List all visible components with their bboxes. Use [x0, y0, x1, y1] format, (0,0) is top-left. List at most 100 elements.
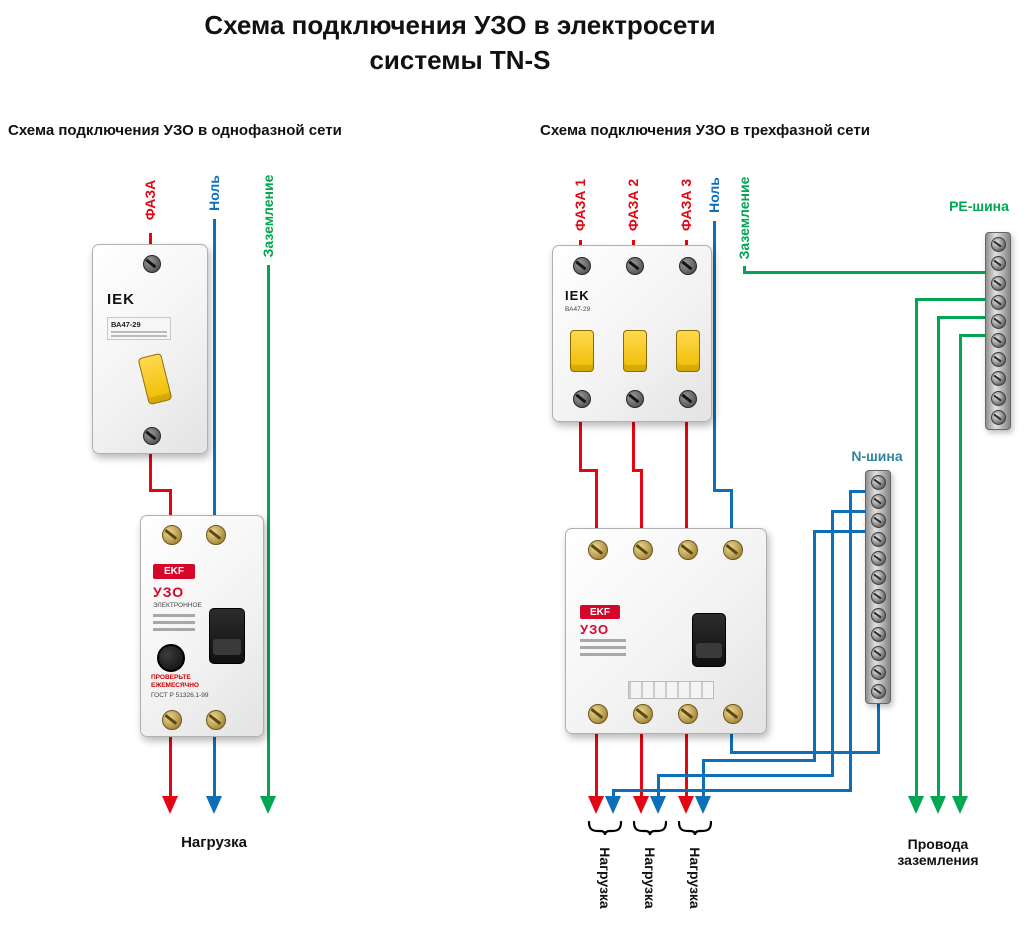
busbar-screw [990, 333, 1006, 349]
label-bar [111, 335, 167, 337]
spec-bar [580, 639, 626, 642]
wire-segment [937, 316, 940, 798]
terminal-screw [723, 540, 743, 560]
load-label: Нагрузка [181, 834, 247, 851]
ground-wires-line1: Провода [907, 836, 969, 852]
busbar-screw [990, 237, 1006, 253]
spec-bar [580, 653, 626, 656]
neutral-label: Ноль [706, 177, 722, 213]
check-note-line1: ПРОВЕРЬТЕ [151, 674, 191, 681]
arrow-down-icon [930, 796, 946, 814]
left-diagram-heading: Схема подключения УЗО в однофазной сети [8, 122, 342, 139]
load-bracket [587, 820, 623, 836]
busbar-screw [990, 409, 1006, 425]
wire-segment [713, 221, 716, 491]
phase2-label: ФАЗА 2 [625, 178, 641, 232]
rcd-switch [209, 608, 245, 664]
wire-segment [612, 789, 852, 792]
earth-label: Заземление [260, 174, 276, 258]
arrow-down-icon [678, 796, 694, 814]
model-text: ВА47-29 [111, 320, 141, 329]
terminal-screw [626, 390, 644, 408]
wiring-legend [628, 681, 714, 699]
terminal-screw [143, 255, 161, 273]
spec-bar [153, 614, 195, 617]
terminal-screw [633, 704, 653, 724]
terminal-screw [723, 704, 743, 724]
terminal-screw [588, 540, 608, 560]
wire-segment [813, 530, 816, 762]
wire-segment [743, 266, 746, 274]
brand-logo: IEK [565, 288, 590, 303]
busbar-screw [870, 570, 886, 585]
busbar-screw [870, 494, 886, 509]
wire-segment [702, 759, 816, 762]
terminal-screw [678, 540, 698, 560]
wire-segment [702, 759, 705, 798]
busbar-screw [870, 532, 886, 547]
wire-segment [937, 316, 987, 319]
spec-bar [153, 621, 195, 624]
wire-segment [849, 490, 852, 792]
terminal-screw [206, 525, 226, 545]
arrow-down-icon [260, 796, 276, 814]
arrow-down-icon [633, 796, 649, 814]
terminal-screw [588, 704, 608, 724]
wire-segment [612, 789, 615, 798]
arrow-down-icon [162, 796, 178, 814]
wire-segment [657, 774, 660, 798]
wire-segment [579, 469, 598, 472]
arrow-down-icon [588, 796, 604, 814]
spec-bar [153, 628, 195, 631]
wire-segment [213, 219, 216, 798]
busbar-screw [990, 313, 1006, 329]
wire-segment [743, 271, 988, 274]
wire-segment [877, 700, 880, 753]
busbar-screw [990, 256, 1006, 272]
circuit-breaker-three-pole: IEK ВА47-29 [552, 245, 712, 422]
rcd-two-pole: EKF УЗО ЭЛЕКТРОННОЕ ПРОВЕРЬТЕ ЕЖЕМЕСЯЧНО… [140, 515, 264, 737]
phase1-label: ФАЗА 1 [572, 178, 588, 232]
arrow-down-icon [605, 796, 621, 814]
arrow-down-icon [908, 796, 924, 814]
busbar-screw [870, 627, 886, 642]
terminal-screw [162, 710, 182, 730]
busbar-screw [990, 275, 1006, 291]
device-type-label: УЗО [580, 622, 610, 637]
arrow-down-icon [952, 796, 968, 814]
wire-segment [713, 489, 733, 492]
busbar-screw [870, 665, 886, 680]
terminal-screw [633, 540, 653, 560]
arrow-down-icon [650, 796, 666, 814]
wire-segment [267, 265, 270, 798]
wire-segment [730, 751, 880, 754]
wire-segment [831, 510, 834, 777]
earth-label: Заземление [736, 176, 752, 260]
arrow-down-icon [695, 796, 711, 814]
wire-segment [959, 334, 987, 337]
busbar-screw [870, 589, 886, 604]
busbar-screw [990, 371, 1006, 387]
terminal-screw [679, 257, 697, 275]
brand-logo: EKF [580, 605, 620, 619]
brand-logo: IEK [107, 291, 136, 308]
n-bus-label: N-шина [851, 448, 903, 464]
rcd-switch [692, 613, 726, 667]
busbar-screw [870, 513, 886, 528]
terminal-screw [626, 257, 644, 275]
wire-segment [849, 490, 867, 493]
spec-bar [580, 646, 626, 649]
test-button [157, 644, 185, 672]
wire-segment [959, 334, 962, 798]
wire-segment [915, 298, 918, 798]
busbar-screw [990, 352, 1006, 368]
ground-wires-line2: заземления [897, 852, 979, 868]
wire-segment [632, 469, 643, 472]
circuit-breaker-single: IEK ВА47-29 [92, 244, 208, 454]
phase3-label: ФАЗА 3 [678, 178, 694, 232]
device-subtype-label: ЭЛЕКТРОННОЕ [153, 602, 202, 609]
busbar-screw [990, 294, 1006, 310]
rcd-four-pole: EKF УЗО [565, 528, 767, 734]
load-label-3: Нагрузка [687, 847, 703, 909]
